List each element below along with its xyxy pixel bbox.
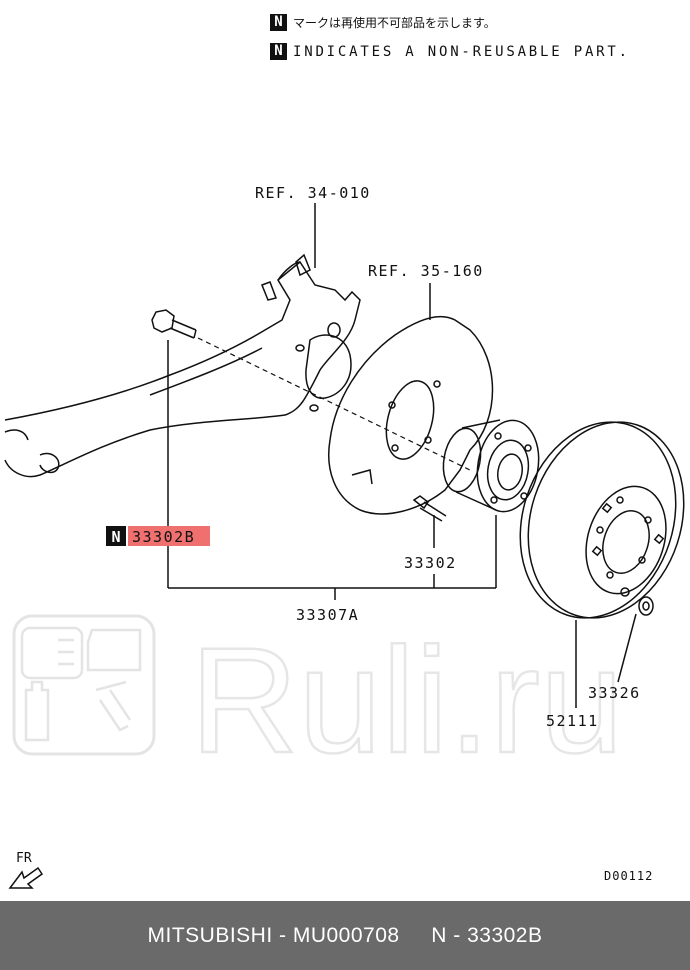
part-label-33302: 33302 — [404, 554, 457, 572]
assembly-dashed-line — [197, 337, 471, 471]
legend-japanese-row: N マークは再使用不可部品を示します。 — [270, 14, 496, 31]
ref-label-35-160: REF. 35-160 — [368, 262, 484, 280]
hub-assembly — [442, 419, 540, 513]
watermark-logo-icon — [12, 614, 156, 756]
trailing-arm — [4, 253, 361, 478]
ref-label-34-010: REF. 34-010 — [255, 184, 371, 202]
part-label-33307a: 33307A — [296, 606, 359, 624]
leader-lines — [167, 203, 637, 708]
footer-spacer — [400, 924, 432, 948]
arrow-icon — [8, 866, 44, 889]
non-reusable-symbol — [106, 526, 126, 546]
highlight-box — [128, 526, 210, 546]
front-direction-indicator: FR — [8, 851, 44, 889]
footer-item-code: N - 33302B — [431, 923, 543, 947]
direction-label: FR — [16, 851, 32, 866]
diagram-code: D00112 — [604, 869, 653, 883]
footer-bar: MITSUBISHI - MU000708 N - 33302B — [0, 901, 690, 970]
part-label-52111: 52111 — [546, 712, 599, 730]
hub-bolt — [412, 495, 447, 522]
footer-brand-part: MITSUBISHI - MU000708 — [147, 923, 400, 947]
screw — [638, 596, 654, 616]
bolt-33302b-callout: N 33302B — [106, 526, 210, 546]
legend-english-row: N INDICATES A NON-REUSABLE PART. — [270, 43, 630, 60]
non-reusable-symbol: N — [270, 43, 287, 60]
watermark: Ruli.ru — [12, 614, 625, 785]
part-label-33302b: 33302B — [132, 528, 195, 546]
part-label-33326: 33326 — [588, 684, 641, 702]
bolt-33302b — [151, 309, 197, 339]
legend-japanese-text: マークは再使用不可部品を示します。 — [293, 16, 496, 30]
non-reusable-symbol: N — [270, 14, 287, 31]
backing-plate — [328, 315, 494, 515]
non-reusable-symbol-letter: N — [111, 528, 120, 546]
brake-disc — [519, 421, 685, 619]
watermark-text: Ruli.ru — [190, 616, 623, 784]
legend-english-text: INDICATES A NON-REUSABLE PART. — [293, 43, 630, 60]
exploded-parts-diagram: Ruli.ru — [4, 184, 685, 889]
